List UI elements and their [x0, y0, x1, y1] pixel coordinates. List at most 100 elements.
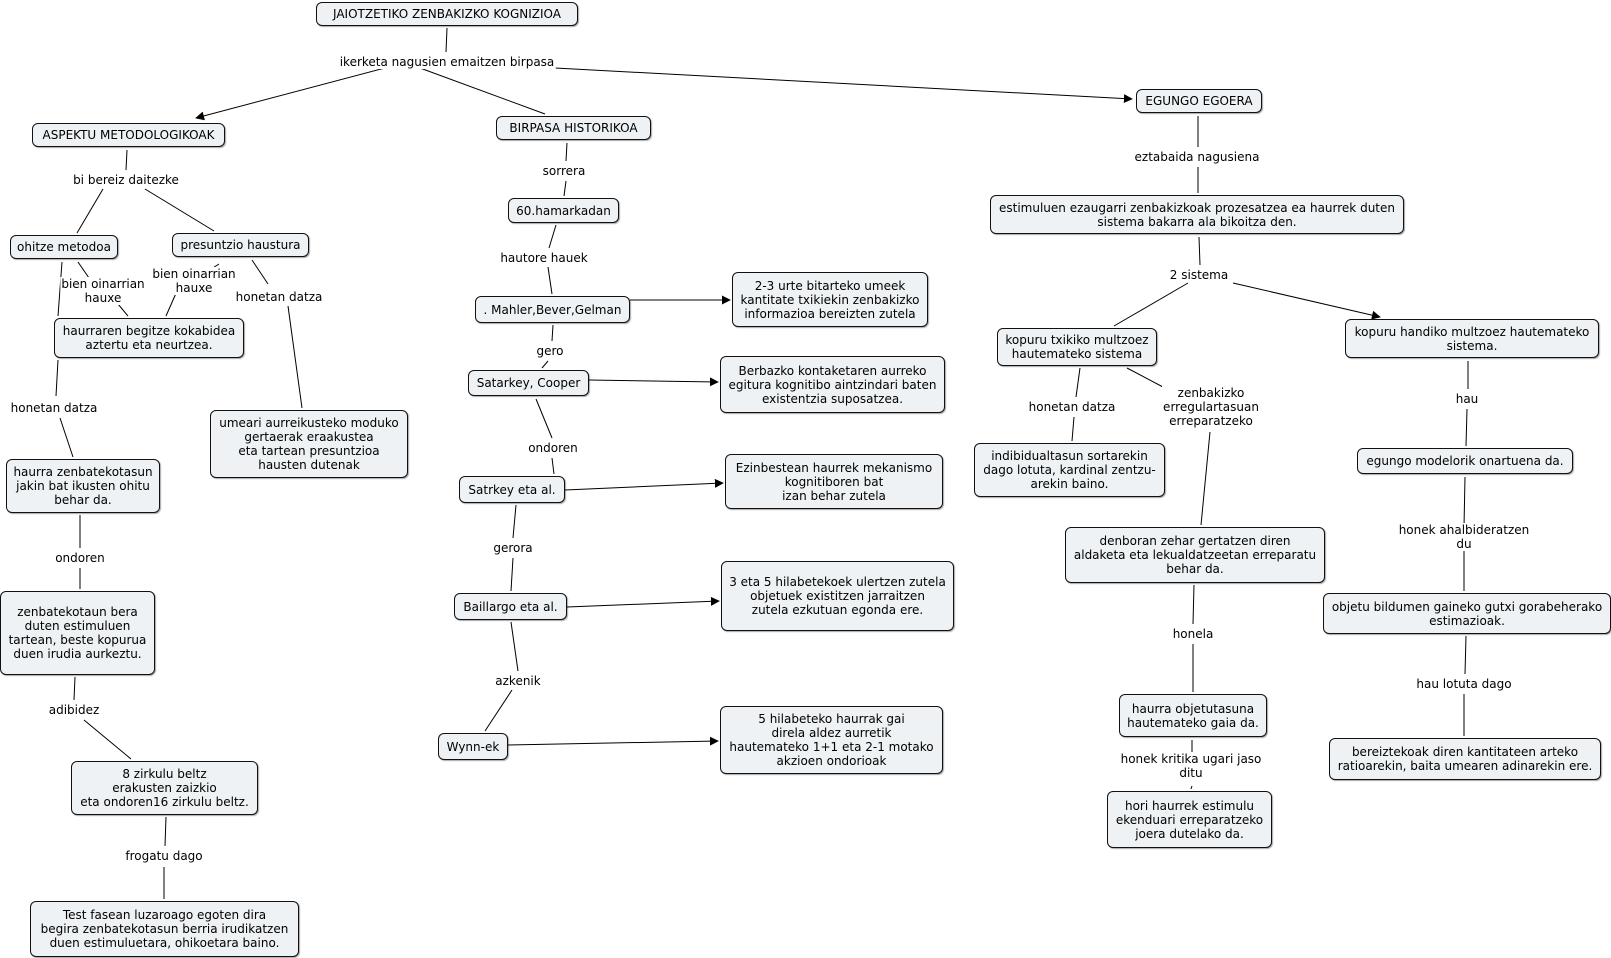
connector-line	[419, 67, 546, 115]
link-label-honetan-datza-ohitze: honetan datza	[9, 401, 99, 415]
connector-line	[1190, 785, 1193, 790]
link-label-gero: gero	[535, 344, 565, 358]
link-label-honek-kritika: honek kritika ugari jaso ditu	[1119, 752, 1263, 780]
connector-line	[547, 266, 553, 295]
connector-line	[73, 676, 76, 701]
link-label-bien-oinarrian-2: bien oinarrian hauxe	[151, 267, 237, 295]
connector-line	[1192, 584, 1195, 625]
link-label-2-sistema: 2 sistema	[1168, 268, 1230, 282]
node-birpasa-historikoa[interactable]: BIRPASA HISTORIKOA	[496, 116, 651, 140]
node-denboran-zehar[interactable]: denboran zehar gertatzen diren aldaketa …	[1065, 527, 1325, 583]
connector-line	[1071, 416, 1075, 442]
connector-line	[83, 719, 132, 760]
connector-line	[445, 27, 448, 53]
node-60-hamarkadan[interactable]: 60.hamarkadan	[508, 198, 619, 223]
node-zenbatekotaun-bera[interactable]: zenbatekotaun bera duten estimuluen tart…	[0, 591, 155, 675]
link-label-hau-lotuta-dago: hau lotuta dago	[1415, 677, 1513, 691]
arrow-connector	[1232, 282, 1381, 320]
connector-line	[287, 305, 303, 409]
link-label-bien-oinarrian-1: bien oinarrian hauxe	[60, 277, 146, 305]
node-estimuluen-ezaugarri[interactable]: estimuluen ezaugarri zenbakizkoak prozes…	[990, 195, 1404, 234]
node-umeari-aurreikusteko[interactable]: umeari aurreikusteko moduko gertaerak er…	[210, 410, 408, 478]
link-label-eztabaida-nagusiena: eztabaida nagusiena	[1133, 150, 1261, 164]
connector-line	[565, 142, 568, 162]
connector-line	[535, 398, 553, 439]
node-5-hilabeteko[interactable]: 5 hilabeteko haurrak gai direla aldez au…	[720, 706, 943, 774]
node-3-eta-5-hilabete[interactable]: 3 eta 5 hilabetekoek ulertzen zutela obj…	[721, 561, 954, 631]
node-baillargo-eta-al[interactable]: Baillargo eta al.	[454, 593, 567, 620]
node-title[interactable]: JAIOTZETIKO ZENBAKIZKO KOGNIZIOA	[316, 2, 578, 26]
connector-line	[541, 360, 549, 369]
connector-line	[510, 621, 519, 672]
connector-line	[77, 261, 90, 279]
node-mahler-bever-gelman[interactable]: . Mahler,Bever,Gelman	[475, 296, 630, 323]
node-wynn-ek[interactable]: Wynn-ek	[438, 733, 508, 760]
link-label-ondoren-mid: ondoren	[527, 441, 579, 455]
node-bereiztekoak[interactable]: bereiztekoak diren kantitateen arteko ra…	[1329, 738, 1601, 780]
link-label-bi-bereiz: bi bereiz daitezke	[72, 173, 180, 187]
connector-line	[144, 188, 215, 232]
node-ohitze-metodoa[interactable]: ohitze metodoa	[10, 235, 118, 259]
arrow-connector	[564, 478, 724, 491]
node-8-zirkulu-beltz[interactable]: 8 zirkulu beltz erakusten zaizkio eta on…	[71, 761, 258, 815]
connector-line	[563, 180, 567, 197]
node-haurraren-begitze[interactable]: haurraren begitze kokabidea aztertu eta …	[54, 318, 244, 358]
connector-line	[1465, 408, 1468, 447]
connector-line	[1463, 476, 1466, 528]
connector-line	[59, 417, 74, 458]
connector-line	[551, 324, 554, 342]
node-berbazko-kontaketa[interactable]: Berbazko kontaketaren aurreko egitura ko…	[720, 356, 945, 413]
connector-line	[55, 359, 59, 397]
node-egungo-egoera[interactable]: EGUNGO EGOERA	[1136, 89, 1262, 113]
node-kopuru-txikiko[interactable]: kopuru txikiko multzoez hautemateko sist…	[997, 328, 1157, 366]
arrow-connector	[507, 736, 719, 746]
node-egungo-modelorik[interactable]: egungo modelorik onartuena da.	[1357, 448, 1573, 474]
node-haurra-objetutasuna[interactable]: haurra objetutasuna hautemateko gaia da.	[1119, 694, 1267, 737]
link-label-adibidez: adibidez	[47, 703, 101, 717]
connector-line	[251, 259, 269, 285]
link-label-zenbakizko-erregulartasuan: zenbakizko erregulartasuan erreparatzeko	[1162, 386, 1260, 428]
node-hori-haurrek[interactable]: hori haurrek estimulu ekenduari errepara…	[1107, 791, 1272, 848]
link-label-sorrera: sorrera	[541, 164, 587, 178]
connector-line	[76, 188, 104, 234]
arrow-connector	[566, 596, 720, 608]
connector-line	[510, 557, 514, 592]
link-label-frogatu-dago: frogatu dago	[124, 849, 204, 863]
node-kopuru-handiko[interactable]: kopuru handiko multzoez hautemateko sist…	[1345, 319, 1599, 358]
node-presuntzio-haustura[interactable]: presuntzio haustura	[172, 233, 309, 257]
connector-line	[1200, 431, 1211, 526]
connector-line	[125, 149, 128, 171]
arrow-connector	[195, 67, 386, 121]
connector-line	[512, 504, 517, 539]
arrow-connector	[554, 67, 1133, 104]
connector-line	[117, 303, 129, 317]
connector-line	[1126, 367, 1164, 388]
node-test-fasean[interactable]: Test fasean luzaroago egoten dira begira…	[30, 901, 299, 957]
node-indibidualtasun[interactable]: indibidualtasun sortarekin dago lotuta, …	[974, 443, 1165, 497]
node-objetu-bildumen[interactable]: objetu bildumen gaineko gutxi gorabehera…	[1323, 593, 1611, 634]
link-label-ondoren-left: ondoren	[54, 551, 106, 565]
connector-line	[1198, 236, 1201, 266]
connector-line	[551, 457, 555, 475]
connector-line	[1464, 635, 1467, 675]
connector-line	[1075, 367, 1081, 398]
link-label-honela: honela	[1171, 627, 1215, 641]
node-ezinbestean[interactable]: Ezinbestean haurrek mekanismo kognitibor…	[725, 454, 943, 509]
node-2-3-urte[interactable]: 2-3 urte bitarteko umeek kantitate txiki…	[732, 272, 928, 327]
node-aspektu-metodologikoak[interactable]: ASPEKTU METODOLOGIKOAK	[32, 123, 225, 147]
node-satarkey-cooper[interactable]: Satarkey, Cooper	[468, 370, 589, 396]
link-label-hau: hau	[1454, 392, 1480, 406]
link-label-honek-ahalbideratzen: honek ahalbideratzen du	[1390, 523, 1538, 551]
connector-line	[165, 290, 178, 317]
node-haurra-zenbatekotasun[interactable]: haurra zenbatekotasun jakin bat ikusten …	[6, 459, 160, 513]
link-label-azkenik: azkenik	[494, 674, 542, 688]
connector-line	[548, 224, 557, 249]
connector-line	[164, 816, 167, 847]
arrow-connector	[588, 377, 719, 387]
connector-line	[1113, 282, 1189, 327]
link-label-honetan-datza-right: honetan datza	[1027, 400, 1117, 414]
link-label-hautore-hauek: hautore hauek	[499, 251, 589, 265]
node-satrkey-eta-al[interactable]: Satrkey eta al.	[459, 476, 565, 503]
